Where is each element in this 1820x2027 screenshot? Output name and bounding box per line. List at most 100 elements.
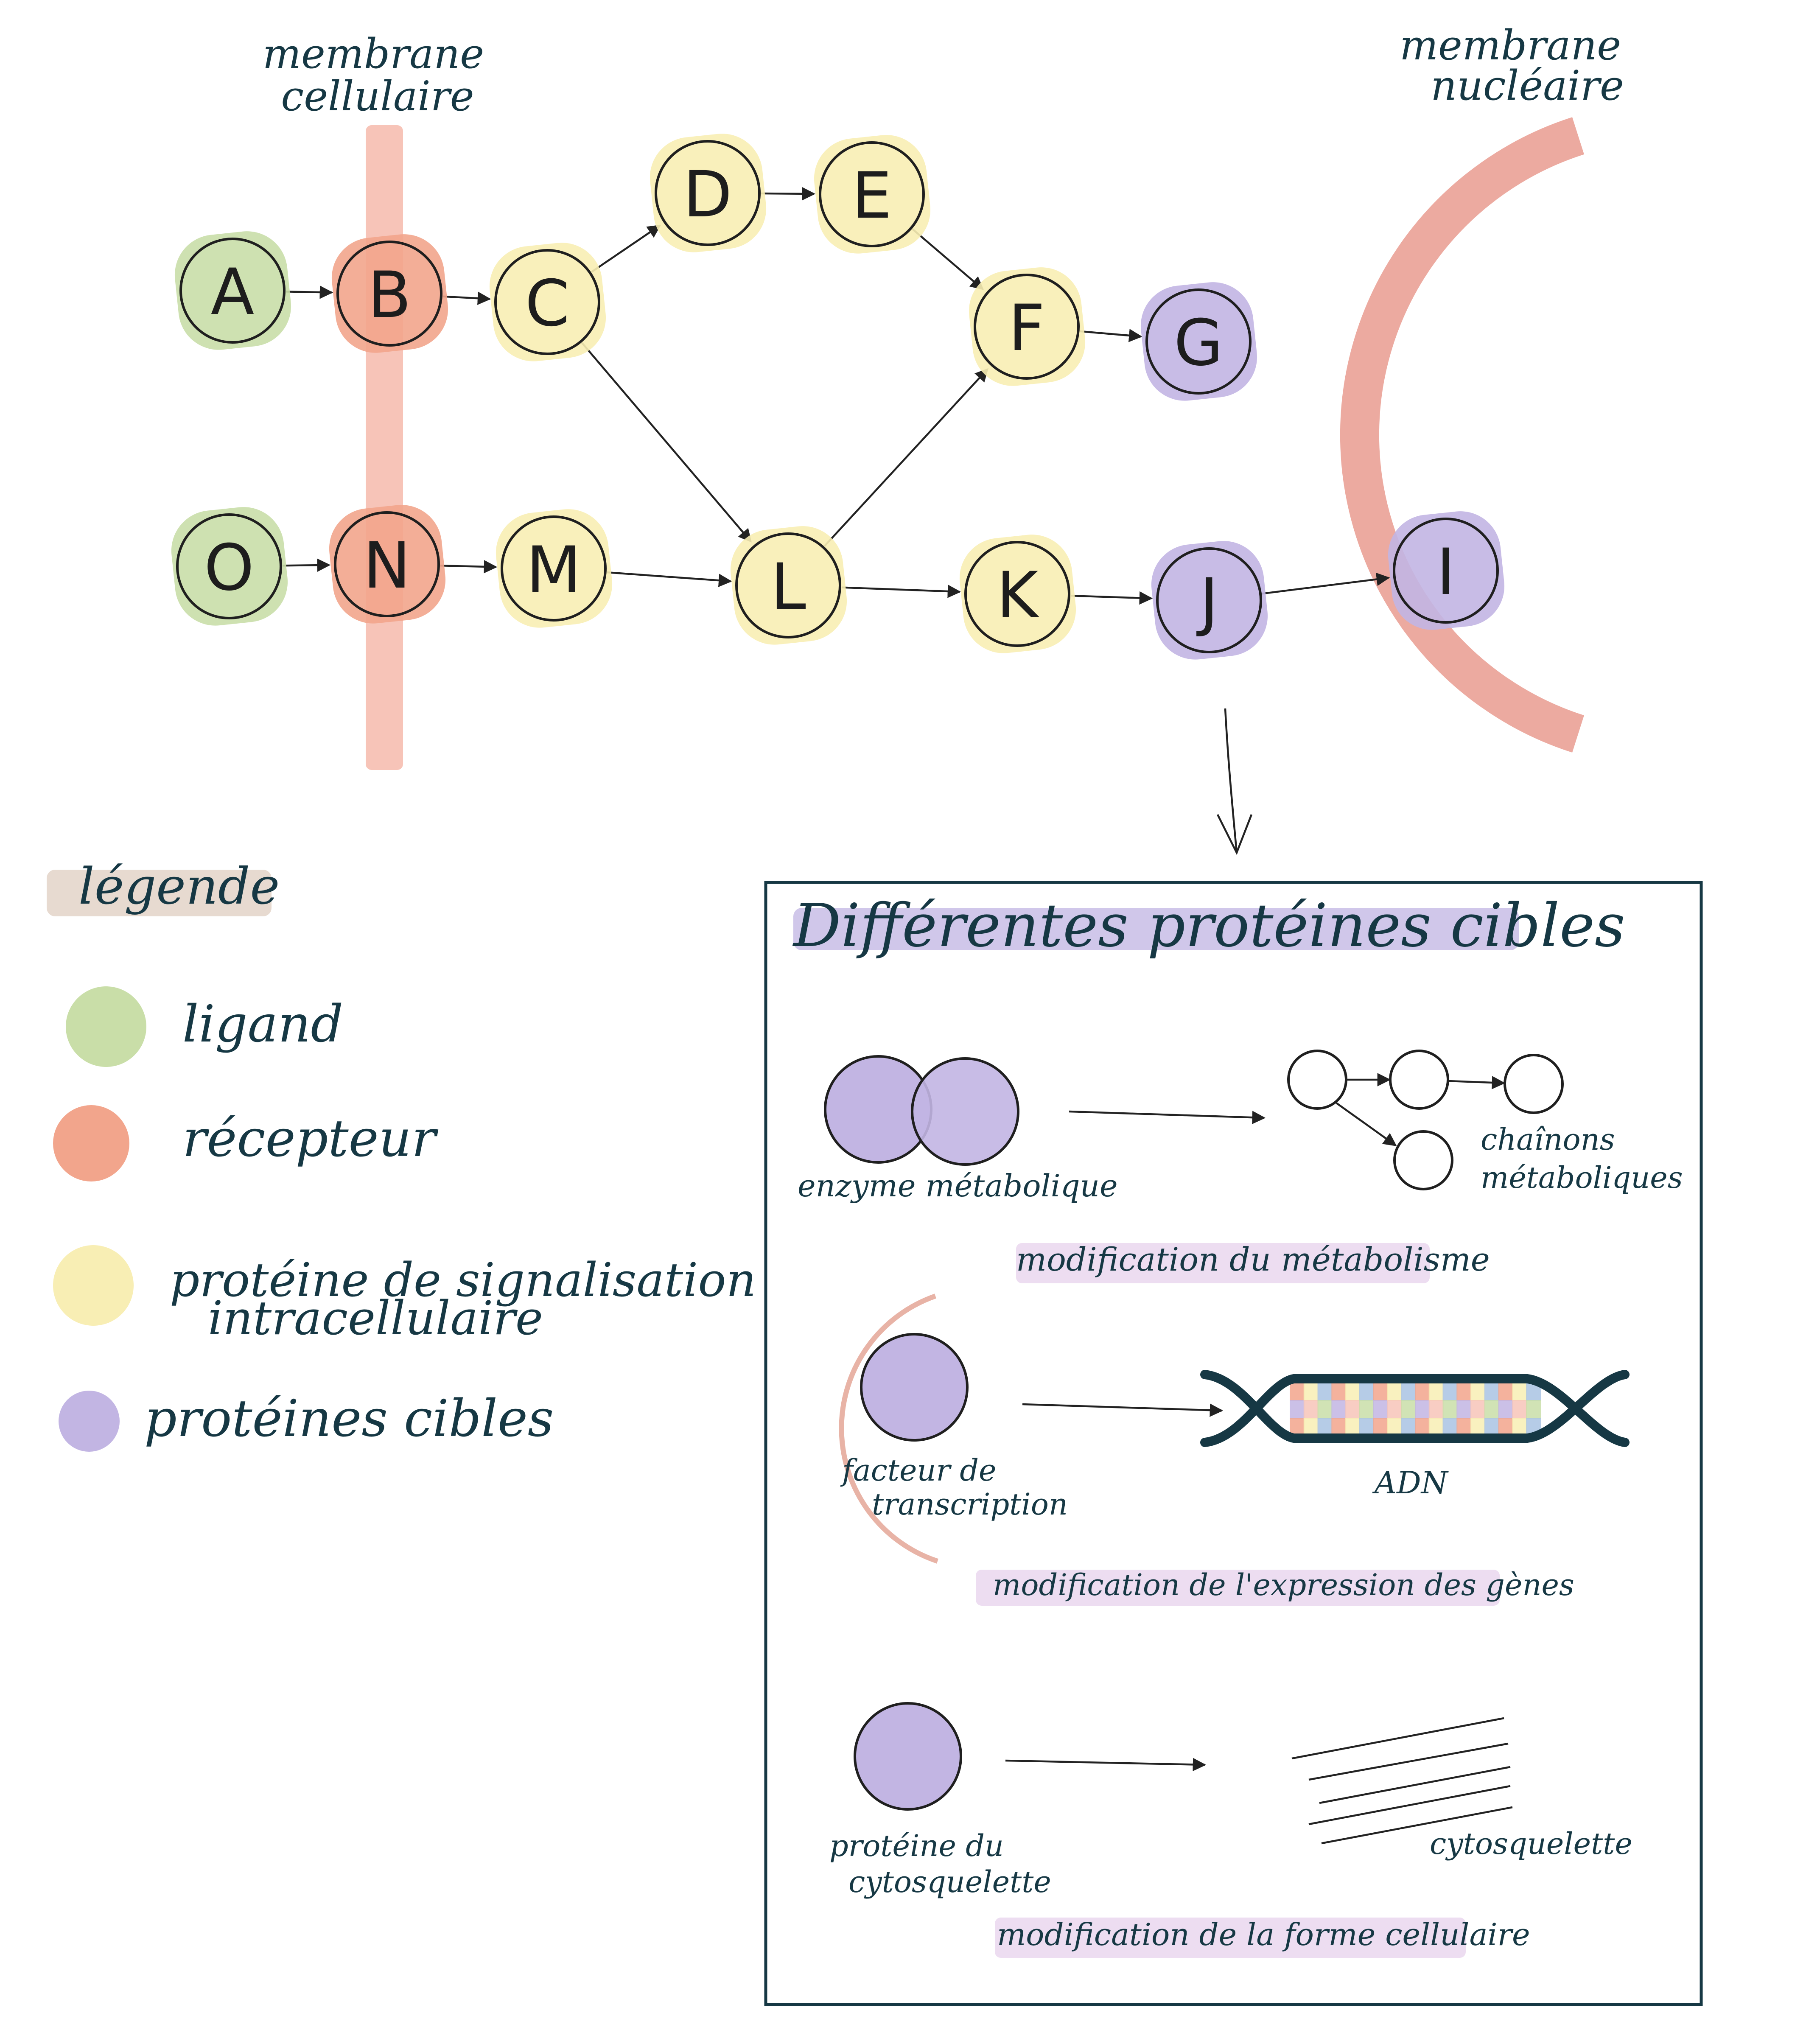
dna-base-pair	[1387, 1418, 1402, 1436]
tf-nuclear-membrane-arc	[839, 1293, 938, 1564]
legend-label-ligand: ligand	[182, 995, 343, 1054]
node-F: F	[969, 267, 1086, 386]
dna-base-pair	[1345, 1400, 1360, 1419]
legend-swatch-ligand	[66, 986, 146, 1067]
dna-base-pair	[1415, 1382, 1430, 1401]
node-fill	[489, 243, 606, 361]
node-D: D	[650, 134, 767, 252]
caption-1-highlight	[1016, 1243, 1430, 1283]
legend-label-cible: protéines cibles	[144, 1389, 554, 1448]
node-fill	[959, 535, 1076, 653]
node-label: N	[363, 529, 411, 603]
legend-swatch-cible	[59, 1391, 120, 1452]
dna-base-pair	[1470, 1400, 1485, 1419]
node-ring	[974, 274, 1080, 380]
caption-metabolism: modification du métabolisme	[1016, 1240, 1490, 1278]
node-A: A	[174, 231, 291, 350]
dna-base-pair	[1290, 1382, 1305, 1401]
edge-C-L	[581, 342, 752, 543]
dna-base-pair	[1456, 1400, 1472, 1419]
node-G: G	[1140, 282, 1257, 401]
dna-base-pair	[1401, 1382, 1416, 1401]
edge-L-F	[823, 368, 988, 547]
pathway-edges	[282, 187, 1390, 605]
edge-D-E	[761, 187, 816, 201]
caption-3-highlight	[995, 1918, 1466, 1958]
node-fill	[650, 134, 767, 252]
dna-base-pair	[1428, 1400, 1444, 1419]
edge-J-I	[1262, 572, 1390, 595]
dna-base-pair	[1401, 1400, 1416, 1419]
dna-icon	[1200, 1370, 1630, 1447]
dna-base-pair	[1498, 1382, 1513, 1401]
chain-label-line2: métaboliques	[1481, 1160, 1683, 1195]
tf-label-line2: transcription	[872, 1487, 1068, 1522]
targets-title-highlight	[793, 908, 1519, 950]
cytoskeleton-protein-icon	[854, 1702, 962, 1811]
dna-base-pair	[1442, 1418, 1458, 1436]
cell-membrane-label-line2: cellulaire	[281, 73, 474, 120]
node-ring	[334, 511, 440, 617]
node-E: E	[814, 135, 931, 254]
edge-C-D	[591, 224, 661, 273]
node-C: C	[489, 243, 606, 361]
node-ring	[1393, 518, 1499, 624]
chain-label-line1: chaînons	[1481, 1122, 1615, 1157]
node-ring	[655, 140, 761, 246]
legend-title: légende	[78, 857, 280, 916]
dna-base-pair	[1401, 1418, 1416, 1436]
node-fill	[1151, 541, 1268, 660]
dna-base-pair	[1359, 1400, 1374, 1419]
legend-swatch-signalisation	[53, 1245, 134, 1326]
cytoskeleton-lines-icon	[1291, 1717, 1513, 1845]
targets-title: Différentes protéines cibles	[792, 891, 1625, 960]
cytoskeleton-label: cytosquelette	[1430, 1826, 1632, 1861]
dna-base-pair	[1442, 1400, 1458, 1419]
dna-base-pair	[1498, 1418, 1513, 1436]
node-fill	[730, 526, 847, 645]
legend-label-signalisation: protéine de signalisation	[170, 1253, 756, 1307]
legend-label-signalisation-2: intracellulaire	[208, 1291, 543, 1345]
node-label: A	[211, 255, 255, 329]
node-fill	[1140, 282, 1257, 401]
edge-E-F	[912, 228, 984, 290]
dna-base-pair	[1373, 1418, 1388, 1436]
dna-base-pair	[1303, 1400, 1319, 1419]
dna-base-pair	[1387, 1382, 1402, 1401]
edge-L-K	[841, 585, 961, 598]
dna-base-pair	[1317, 1382, 1333, 1401]
cell-membrane	[366, 125, 403, 770]
legend-title-highlight	[47, 870, 272, 916]
dna-base-pair	[1484, 1418, 1499, 1436]
dna-base-pair	[1512, 1418, 1527, 1436]
cell-membrane-label-line1: membrane	[263, 30, 484, 78]
dna-base-pair	[1415, 1400, 1430, 1419]
legend-label-recepteur: récepteur	[182, 1109, 439, 1168]
dna-base-pair	[1331, 1418, 1347, 1436]
node-fill	[496, 509, 613, 628]
dna-base-pair	[1359, 1418, 1374, 1436]
dna-base-pair	[1512, 1382, 1527, 1401]
dna-base-pair	[1303, 1382, 1319, 1401]
dna-base-pair	[1428, 1382, 1444, 1401]
node-label: K	[997, 559, 1040, 633]
legend-swatch-recepteur	[53, 1105, 129, 1181]
metabolic-chain-icon	[1287, 1050, 1564, 1190]
dna-base-pair	[1373, 1382, 1388, 1401]
dna-base-pair	[1345, 1382, 1360, 1401]
tf-label-line1: facteur de	[840, 1453, 996, 1488]
node-fill	[174, 231, 291, 350]
dna-base-pair	[1456, 1418, 1472, 1436]
node-fill	[171, 507, 288, 626]
dna-base-pair	[1303, 1418, 1319, 1436]
dna-strand	[1200, 1370, 1630, 1443]
dna-base-pair	[1498, 1400, 1513, 1419]
node-I: I	[1388, 511, 1505, 630]
dna-base-pair	[1456, 1382, 1472, 1401]
node-ring	[1156, 547, 1262, 653]
node-fill	[969, 267, 1086, 386]
node-J: J	[1151, 541, 1268, 660]
node-fill	[331, 234, 448, 353]
edge-N-M	[440, 560, 498, 574]
